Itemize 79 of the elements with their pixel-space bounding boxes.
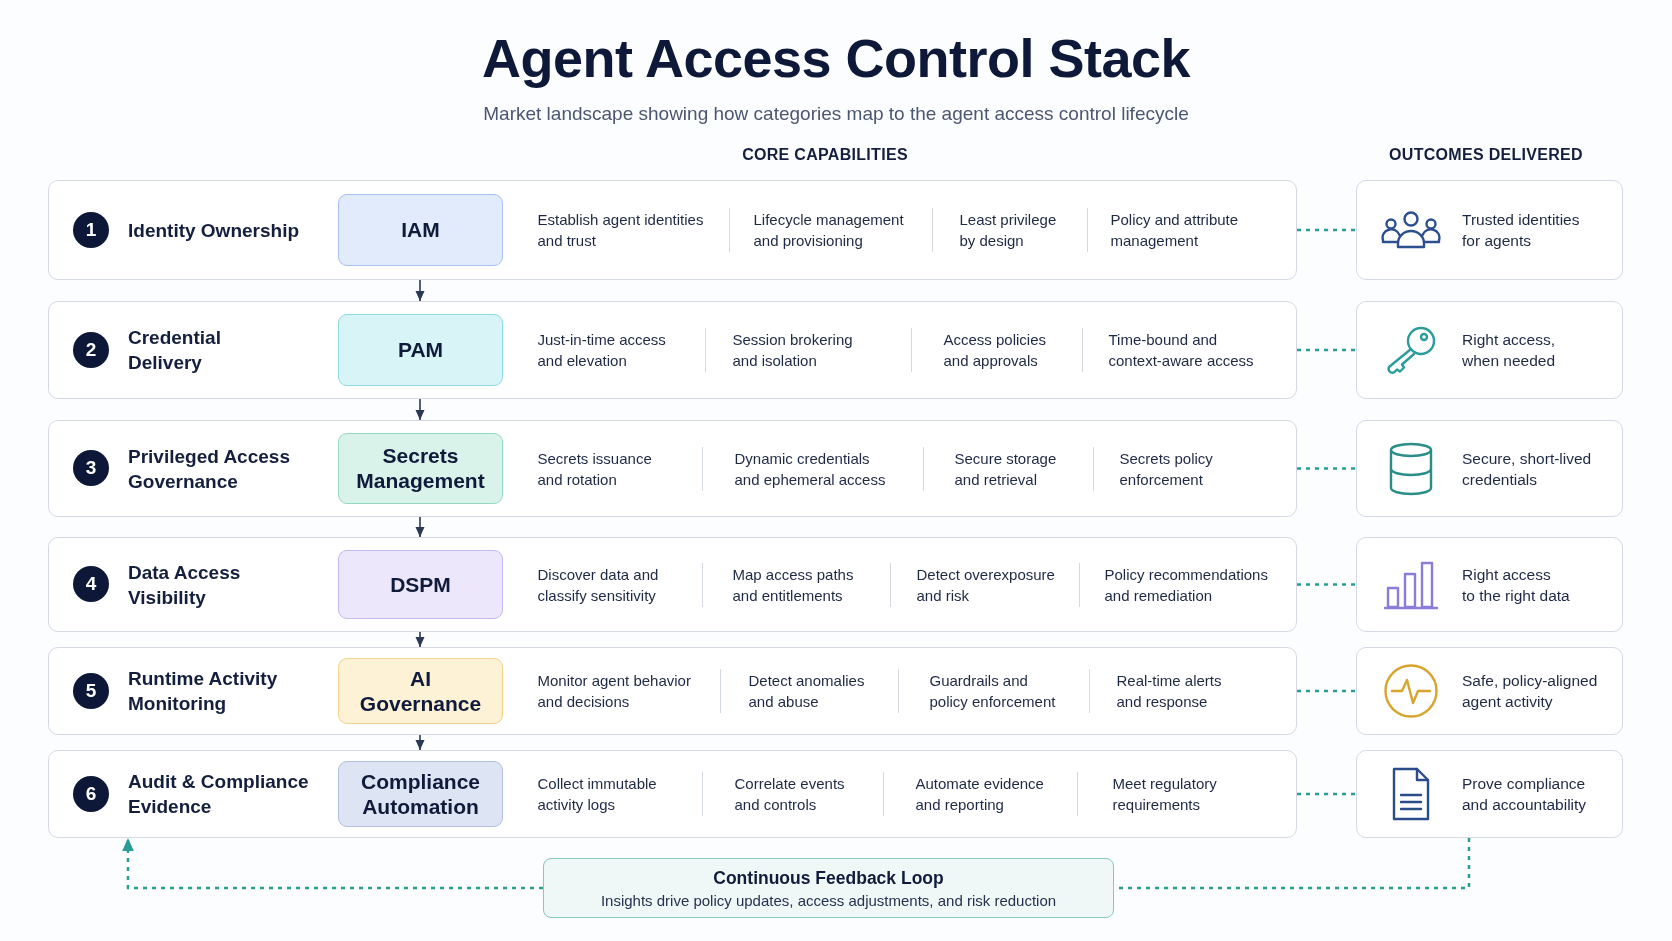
capability-text: Detect overexposure and risk — [916, 564, 1055, 606]
step-number-circle: 5 — [73, 672, 109, 709]
arrow — [415, 398, 425, 421]
capability-text: Guardrails and policy enforcement — [929, 671, 1056, 712]
outcome-text: Right access to the right data — [1462, 564, 1570, 606]
step-number-circle: 2 — [73, 331, 109, 368]
arrow — [415, 631, 425, 648]
dotted-connector-line — [1297, 348, 1356, 352]
arrow — [415, 279, 425, 302]
category-box: DSPM — [338, 549, 503, 619]
capability-text: Map access paths and entitlements — [732, 564, 854, 606]
dotted-connector-line — [1297, 228, 1356, 232]
arrow — [415, 516, 425, 538]
feedback-loop-box — [543, 858, 1114, 918]
capability-text: Automate evidence and reporting — [915, 774, 1044, 815]
outcome-card — [1356, 420, 1623, 517]
outcome-text: Trusted identities for agents — [1462, 210, 1580, 251]
capability-text: Establish agent identities and trust — [537, 210, 704, 251]
layer-panel — [48, 180, 1297, 280]
layer-panel — [48, 537, 1297, 632]
outcome-card — [1356, 647, 1623, 735]
step-number-circle: 4 — [73, 566, 109, 602]
capability-text: Correlate events and controls — [734, 774, 845, 815]
category-box: AI Governance — [338, 657, 503, 724]
section-heading: OUTCOMES DELIVERED — [1389, 146, 1583, 164]
capability-text: Real-time alerts and response — [1116, 671, 1222, 712]
subtitle: Market landscape showing how categories map to the agent access control lifecycle — [483, 103, 1189, 125]
capability-text: Dynamic credentials and ephemeral access — [734, 448, 886, 490]
capability-text: Detect anomalies and abuse — [748, 671, 865, 712]
dotted-connector-line — [1297, 689, 1356, 693]
row-title: Identity Ownership — [128, 218, 300, 243]
layer-panel — [48, 301, 1297, 399]
capability-text: Discover data and classify sensitivity — [537, 564, 659, 606]
category-box: IAM — [338, 193, 503, 266]
capability-text: Collect immutable activity logs — [537, 774, 657, 815]
capability-text: Monitor agent behavior and decisions — [537, 671, 691, 712]
capability-text: Policy and attribute management — [1110, 210, 1239, 251]
capability-text: Access policies and approvals — [943, 330, 1047, 371]
dotted-connector-line — [1297, 583, 1356, 586]
capability-text: Time-bound and context-aware access — [1108, 330, 1254, 371]
outcome-card — [1356, 750, 1623, 838]
outcome-card — [1356, 537, 1623, 632]
step-number-circle: 3 — [73, 450, 109, 486]
capability-text: Least privilege by design — [959, 210, 1057, 251]
outcome-text: Secure, short-lived credentials — [1462, 448, 1592, 490]
layer-panel — [48, 647, 1297, 735]
feedback-description: Insights drive policy updates, access adjustments, and risk reduction — [600, 891, 1057, 909]
dotted-arrow — [122, 838, 543, 890]
category-box: Compliance Automation — [338, 760, 503, 827]
outcome-text: Right access, when needed — [1462, 330, 1556, 371]
row-title: Credential Delivery — [128, 326, 221, 375]
dotted-connector-line — [1297, 467, 1356, 470]
row-title: Runtime Activity Monitoring — [128, 667, 278, 716]
layer-panel — [48, 420, 1297, 517]
outcome-text: Prove compliance and accountability — [1462, 774, 1587, 815]
row-title: Audit & Compliance Evidence — [128, 770, 309, 819]
capability-text: Just-in-time access and elevation — [537, 330, 666, 371]
capability-text: Secure storage and retrieval — [954, 448, 1057, 490]
layer-panel — [48, 750, 1297, 838]
step-number-circle: 6 — [73, 775, 109, 812]
capability-text: Secrets issuance and rotation — [537, 448, 652, 490]
feedback-title: Continuous Feedback Loop — [713, 867, 944, 889]
outcome-card — [1356, 301, 1623, 399]
row-title: Privileged Access Governance — [128, 444, 290, 494]
diagram-title: Agent Access Control Stack — [481, 27, 1191, 89]
capability-text: Session brokering and isolation — [732, 330, 853, 371]
row-title: Data Access Visibility — [128, 560, 241, 610]
outcome-text: Safe, policy-aligned agent activity — [1462, 671, 1598, 712]
section-heading: CORE CAPABILITIES — [742, 146, 908, 164]
capability-text: Secrets policy enforcement — [1119, 448, 1213, 490]
outcome-card — [1356, 180, 1623, 280]
step-number-circle: 1 — [73, 211, 109, 248]
category-box: PAM — [338, 313, 503, 386]
capability-text: Policy recommendations and remediation — [1104, 564, 1268, 606]
capability-text: Meet regulatory requirements — [1112, 774, 1217, 815]
dotted-connector-line — [1297, 792, 1356, 796]
capability-text: Lifecycle management and provisioning — [753, 210, 904, 251]
arrow — [415, 734, 425, 751]
category-box: Secrets Management — [338, 432, 503, 504]
